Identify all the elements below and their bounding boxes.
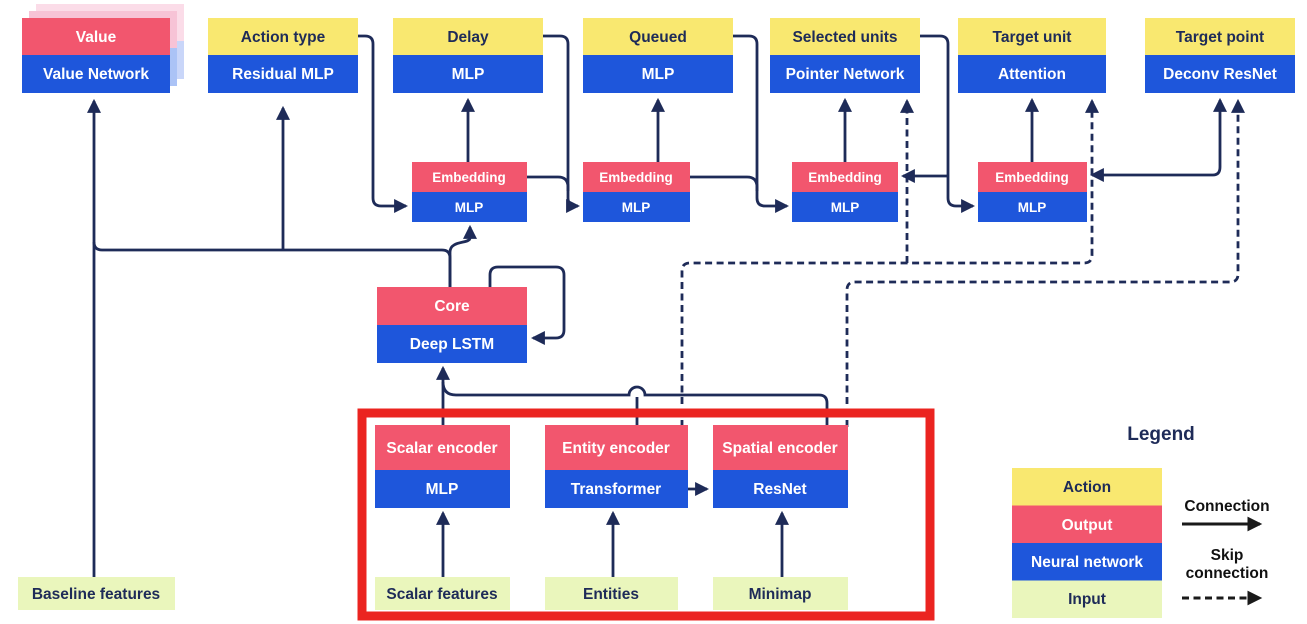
node-minimap-label: Minimap	[749, 586, 812, 603]
node-embedding3-top-label: Embedding	[808, 170, 882, 185]
edge-embedding1-merge	[527, 175, 570, 191]
node-selected-units-top-label: Selected units	[792, 29, 897, 46]
node-selected-units: Selected units Pointer Network	[770, 18, 920, 93]
node-baseline-features: Baseline features	[18, 577, 175, 610]
node-value-top-label: Value	[76, 29, 117, 46]
legend-swatch-output	[1012, 505, 1162, 543]
legend-skip-label-line1: Skip	[1211, 547, 1244, 564]
node-action-type-bottom-label: Residual MLP	[232, 66, 334, 83]
node-queued-top-label: Queued	[629, 29, 687, 46]
node-embedding2: Embedding MLP	[583, 162, 690, 222]
node-value: Value Value Network	[22, 18, 170, 93]
node-core: Core Deep LSTM	[377, 287, 527, 363]
node-embedding2-bottom-label: MLP	[622, 200, 651, 215]
node-scalar-encoder-bottom-label: MLP	[426, 481, 459, 498]
node-entities: Entities	[545, 577, 678, 610]
edge-delay-to-embedding2	[543, 34, 581, 213]
node-spatial-encoder-bottom-label: ResNet	[753, 481, 806, 498]
node-action-type: Action type Residual MLP	[208, 18, 358, 93]
node-value-bottom-label: Value Network	[43, 66, 149, 83]
node-target-unit: Target unit Attention	[958, 18, 1106, 93]
encoder-highlight-box	[357, 408, 935, 621]
node-embedding1-bottom-label: MLP	[455, 200, 484, 215]
legend-swatch-input	[1012, 580, 1162, 618]
node-action-type-top-label: Action type	[241, 29, 326, 46]
node-embedding1-top-label: Embedding	[432, 170, 506, 185]
skip-spatial-to-deconv-resnet	[845, 98, 1245, 427]
node-target-unit-bottom-label: Attention	[998, 66, 1066, 83]
legend-label-output: Output	[1062, 517, 1113, 534]
node-target-point-bottom-label: Deconv ResNet	[1163, 66, 1277, 83]
node-scalar-encoder: Scalar encoder MLP	[375, 425, 510, 508]
node-target-unit-top-label: Target unit	[993, 29, 1072, 46]
node-embedding4-top-label: Embedding	[995, 170, 1069, 185]
node-entity-encoder-top-label: Entity encoder	[562, 440, 670, 457]
node-core-top-label: Core	[434, 298, 470, 315]
edge-embedding2-merge	[690, 175, 759, 191]
node-target-point: Target point Deconv ResNet	[1145, 18, 1295, 93]
node-delay-top-label: Delay	[447, 29, 489, 46]
edge-selected-units-to-embedding4	[920, 34, 976, 213]
node-scalar-features: Scalar features	[375, 577, 510, 610]
node-delay: Delay MLP	[393, 18, 543, 93]
node-embedding4-bottom-label: MLP	[1018, 200, 1047, 215]
node-scalar-features-label: Scalar features	[386, 586, 497, 603]
legend-label-action: Action	[1063, 479, 1111, 496]
node-baseline-features-label: Baseline features	[32, 586, 160, 603]
legend-skip-label-line2: connection	[1186, 565, 1269, 582]
legend-swatch-action	[1012, 468, 1162, 506]
legend-title: Legend	[1127, 424, 1195, 445]
legend-connection-label: Connection	[1184, 498, 1269, 515]
skip-entity-to-attention	[680, 98, 1099, 427]
node-delay-bottom-label: MLP	[452, 66, 485, 83]
edge-to-deconv-resnet	[1212, 97, 1227, 177]
edge-spatial-encoder-out	[818, 393, 829, 425]
edge-core-rail-left	[92, 241, 452, 287]
node-minimap: Minimap	[713, 577, 848, 610]
edge-queued-to-embedding3	[733, 34, 790, 213]
node-core-bottom-label: Deep LSTM	[410, 336, 494, 353]
node-entity-encoder: Entity encoder Transformer	[545, 425, 688, 508]
legend-label-neural-network: Neural network	[1031, 554, 1143, 571]
node-embedding2-top-label: Embedding	[599, 170, 673, 185]
node-embedding3-bottom-label: MLP	[831, 200, 860, 215]
node-entity-encoder-bottom-label: Transformer	[571, 481, 661, 498]
edge-core-to-embedding1	[448, 224, 477, 287]
edge-core-self-loop	[488, 265, 566, 345]
node-queued-bottom-label: MLP	[642, 66, 675, 83]
node-spatial-encoder: Spatial encoder ResNet	[713, 425, 848, 508]
legend: Legend Action Output Neural network Inpu…	[1012, 424, 1270, 618]
node-queued: Queued MLP	[583, 18, 733, 93]
node-target-point-top-label: Target point	[1176, 29, 1264, 46]
edge-encoder-rail	[441, 381, 819, 397]
edge-action-type-to-embedding1	[358, 34, 409, 213]
legend-label-input: Input	[1068, 591, 1106, 608]
node-scalar-encoder-top-label: Scalar encoder	[386, 440, 497, 457]
node-entities-label: Entities	[583, 586, 639, 603]
node-embedding3: Embedding MLP	[792, 162, 898, 222]
node-spatial-encoder-top-label: Spatial encoder	[722, 440, 837, 457]
node-embedding4: Embedding MLP	[978, 162, 1087, 222]
node-embedding1: Embedding MLP	[412, 162, 527, 222]
node-selected-units-bottom-label: Pointer Network	[786, 66, 905, 83]
legend-swatch-neural-network	[1012, 543, 1162, 581]
